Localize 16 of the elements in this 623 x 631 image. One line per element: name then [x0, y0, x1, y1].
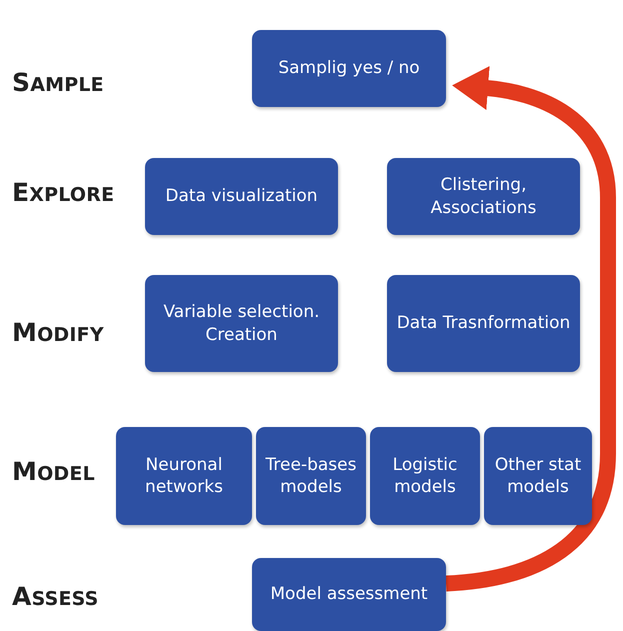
process-box: Data Trasnformation: [387, 275, 580, 372]
stage-label: SAMPLE: [12, 68, 104, 97]
process-box: Model assessment: [252, 558, 446, 631]
process-box: Logistic models: [370, 427, 480, 525]
stage-label: MODEL: [12, 457, 95, 486]
stage-label: ASSESS: [12, 582, 99, 611]
process-box: Neuronal networks: [116, 427, 252, 525]
process-box: Tree-bases models: [256, 427, 366, 525]
process-box: Variable selection. Creation: [145, 275, 338, 372]
process-box: Other stat models: [484, 427, 592, 525]
process-box: Samplig yes / no: [252, 30, 446, 107]
curved-arrow: [445, 66, 616, 592]
process-box: Data visualization: [145, 158, 338, 235]
stage-label: MODIFY: [12, 318, 104, 347]
process-box: Clistering, Associations: [387, 158, 580, 235]
stage-label: EXPLORE: [12, 178, 114, 207]
